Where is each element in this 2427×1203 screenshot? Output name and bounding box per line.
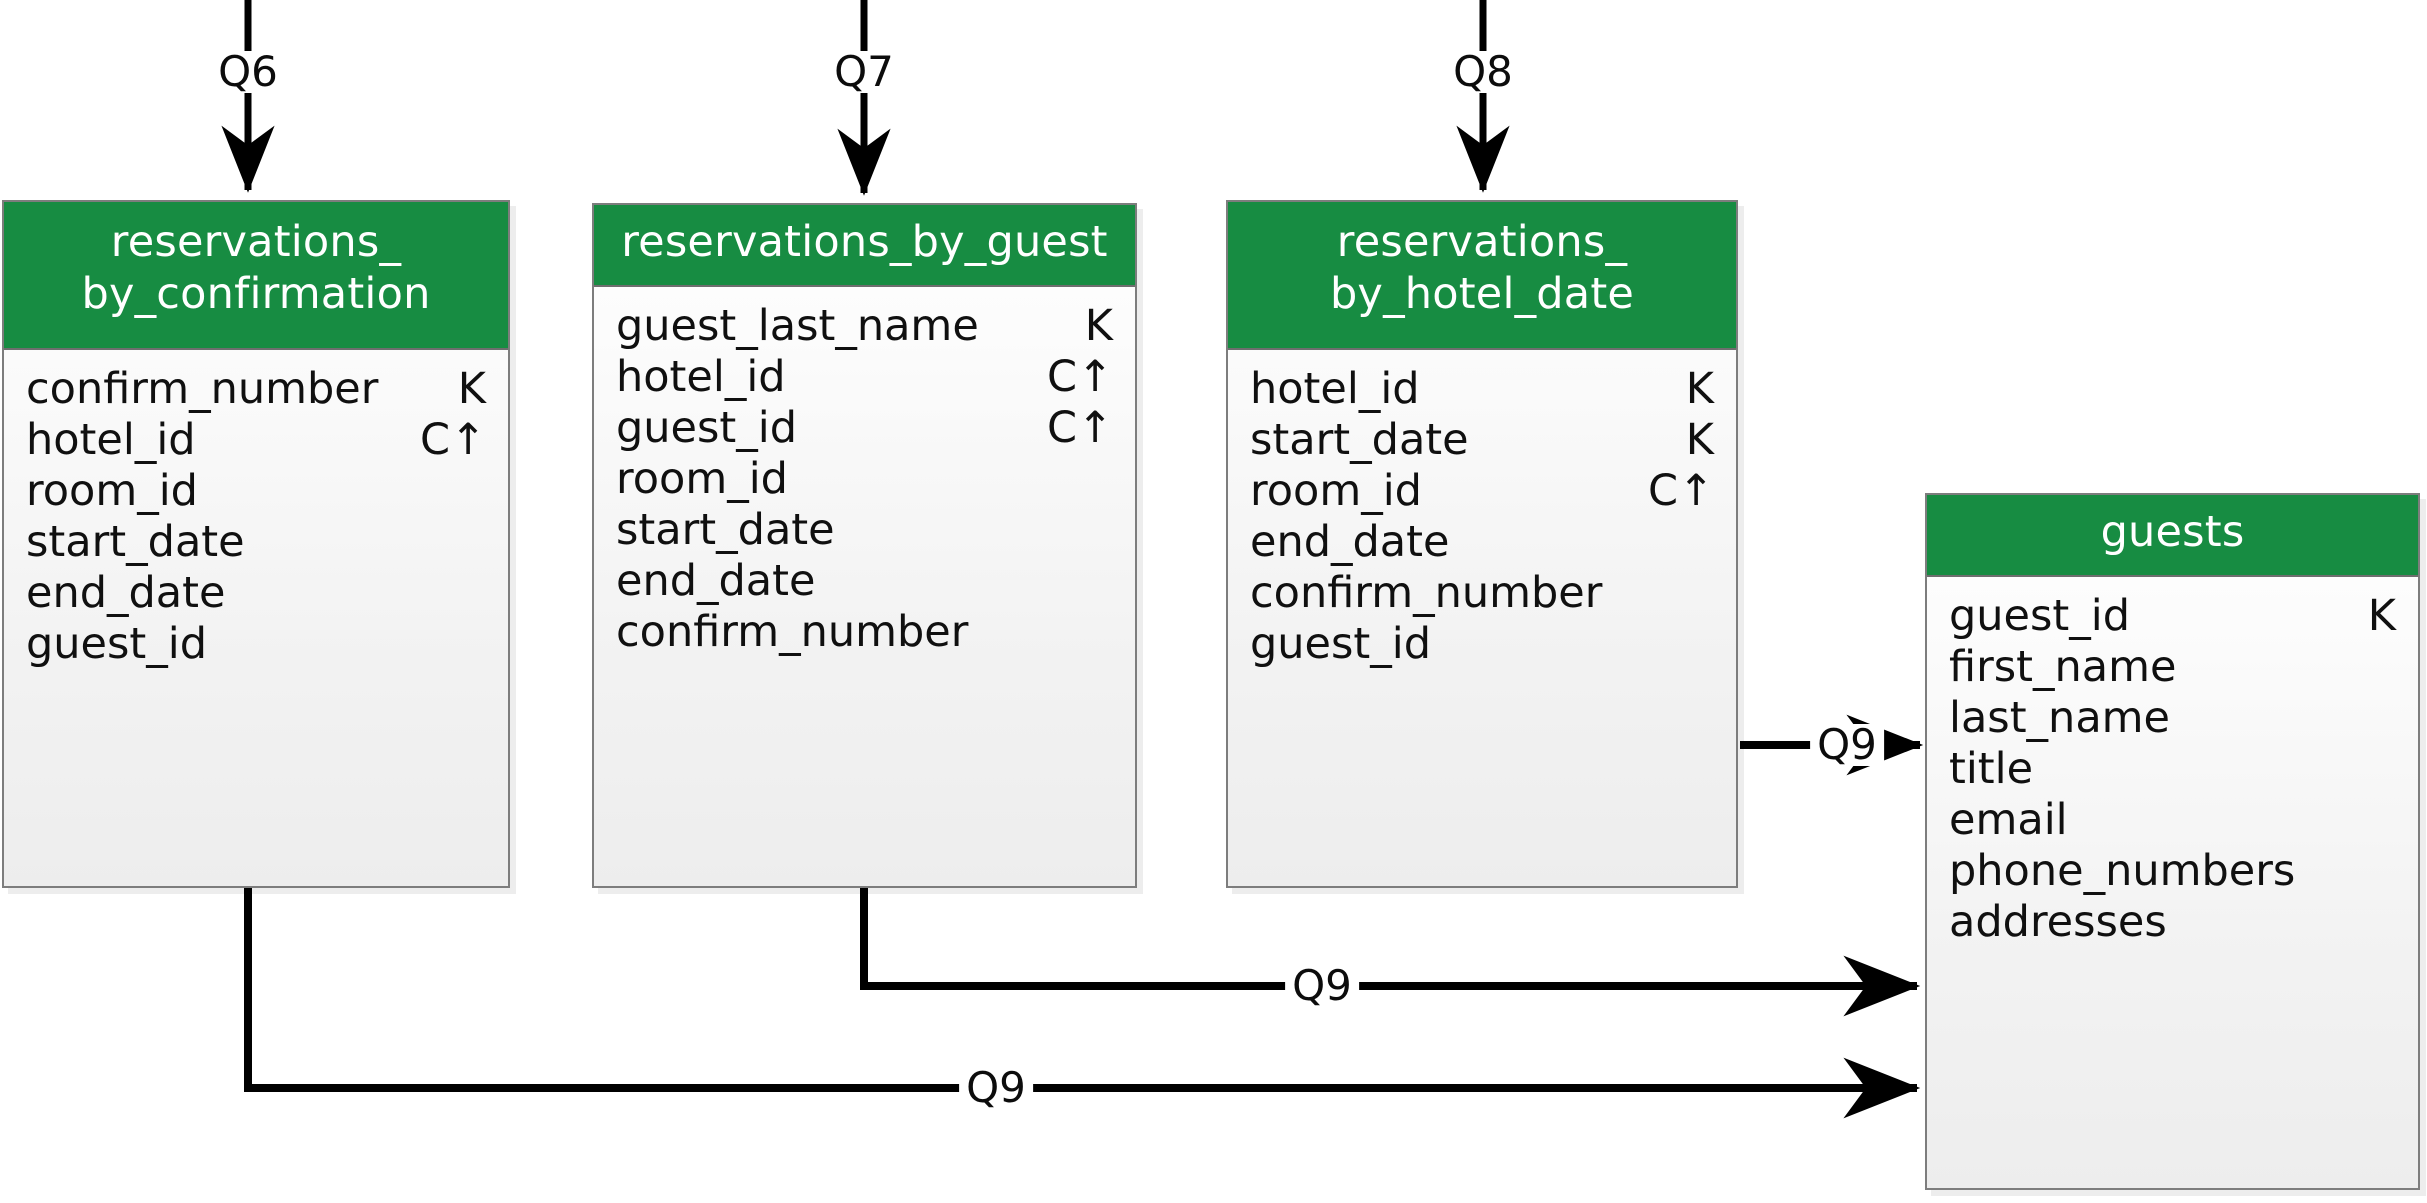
field-name: hotel_id (26, 415, 196, 465)
field-name: confirm_number (616, 607, 969, 657)
field-name: room_id (616, 454, 788, 504)
connector-label-q9-bottom: Q9 (959, 1067, 1033, 1109)
table-field-list: hotel_id K start_date K room_id C↑ end_d… (1228, 350, 1736, 680)
field-name: guest_id (1949, 591, 2131, 641)
connector-label-q6: Q6 (211, 51, 285, 93)
field-name: phone_numbers (1949, 846, 2296, 896)
connector-label-q9-top: Q9 (1810, 724, 1884, 766)
field-name: hotel_id (1250, 364, 1420, 414)
table-guests[interactable]: guests guest_id K first_name last_name t… (1925, 493, 2420, 1190)
field-name: guest_id (616, 403, 798, 453)
table-reservations-by-confirmation[interactable]: reservations_ by_confirmation confirm_nu… (2, 200, 510, 888)
field-key: C↑ (1046, 403, 1113, 453)
field-name: start_date (1250, 415, 1469, 465)
table-title: reservations_ by_hotel_date (1228, 202, 1736, 350)
field-name: room_id (26, 466, 198, 516)
field-name: last_name (1949, 693, 2171, 743)
field-row: start_date (616, 505, 1113, 556)
field-key: C↑ (1647, 466, 1714, 516)
field-row: hotel_id C↑ (26, 415, 486, 466)
field-name: start_date (616, 505, 835, 555)
field-row: phone_numbers (1949, 846, 2396, 897)
field-key: K (1084, 301, 1113, 351)
field-key: C↑ (1046, 352, 1113, 402)
connector-label-q8: Q8 (1446, 51, 1520, 93)
field-name: end_date (1250, 517, 1450, 567)
field-name: guest_id (26, 619, 208, 669)
field-key: K (1685, 415, 1714, 465)
field-row: start_date (26, 517, 486, 568)
connector-label-q9-middle: Q9 (1285, 965, 1359, 1007)
field-name: room_id (1250, 466, 1422, 516)
field-row: hotel_id K (1250, 364, 1714, 415)
field-row: guest_last_name K (616, 301, 1113, 352)
field-row: guest_id (1250, 619, 1714, 670)
field-name: email (1949, 795, 2068, 845)
field-name: confirm_number (26, 364, 379, 414)
field-row: end_date (1250, 517, 1714, 568)
field-row: room_id (616, 454, 1113, 505)
field-name: title (1949, 744, 2034, 794)
field-row: addresses (1949, 897, 2396, 948)
field-row: last_name (1949, 693, 2396, 744)
field-key: C↑ (419, 415, 486, 465)
field-name: hotel_id (616, 352, 786, 402)
field-row: title (1949, 744, 2396, 795)
field-row: guest_id (26, 619, 486, 670)
field-name: first_name (1949, 642, 2177, 692)
table-title: guests (1927, 495, 2418, 577)
connector-q9-bottom (244, 888, 1921, 1119)
field-row: guest_id C↑ (616, 403, 1113, 454)
field-name: end_date (616, 556, 816, 606)
field-key: K (457, 364, 486, 414)
connector-q9-middle (860, 888, 1921, 1017)
field-row: end_date (616, 556, 1113, 607)
field-name: start_date (26, 517, 245, 567)
table-field-list: confirm_number K hotel_id C↑ room_id sta… (4, 350, 508, 680)
table-field-list: guest_last_name K hotel_id C↑ guest_id C… (594, 287, 1135, 668)
field-row: email (1949, 795, 2396, 846)
field-name: guest_last_name (616, 301, 979, 351)
table-reservations-by-hotel-date[interactable]: reservations_ by_hotel_date hotel_id K s… (1226, 200, 1738, 888)
table-reservations-by-guest[interactable]: reservations_by_guest guest_last_name K … (592, 203, 1137, 888)
table-title: reservations_ by_confirmation (4, 202, 508, 350)
field-row: end_date (26, 568, 486, 619)
field-name: end_date (26, 568, 226, 618)
field-row: guest_id K (1949, 591, 2396, 642)
connector-label-q7: Q7 (827, 51, 901, 93)
field-row: hotel_id C↑ (616, 352, 1113, 403)
field-name: addresses (1949, 897, 2167, 947)
field-row: room_id C↑ (1250, 466, 1714, 517)
field-row: confirm_number K (26, 364, 486, 415)
field-row: first_name (1949, 642, 2396, 693)
table-title: reservations_by_guest (594, 205, 1135, 287)
field-row: confirm_number (1250, 568, 1714, 619)
field-key: K (2367, 591, 2396, 641)
field-row: start_date K (1250, 415, 1714, 466)
field-key: K (1685, 364, 1714, 414)
field-row: room_id (26, 466, 486, 517)
table-field-list: guest_id K first_name last_name title em… (1927, 577, 2418, 958)
field-name: confirm_number (1250, 568, 1603, 618)
field-row: confirm_number (616, 607, 1113, 658)
field-name: guest_id (1250, 619, 1432, 669)
